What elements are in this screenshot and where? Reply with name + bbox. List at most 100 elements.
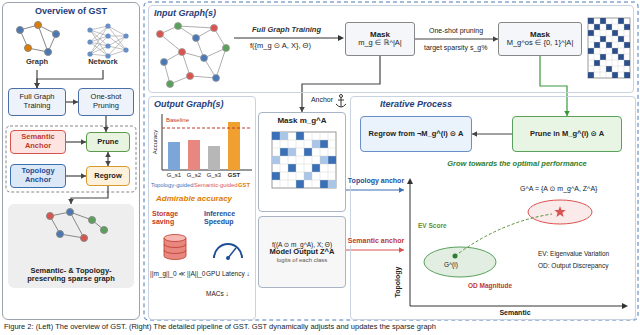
figure-caption: Figure 2: (Left) The overview of GST. (R… [4, 323, 436, 332]
connector-arrow [68, 186, 108, 204]
connector-arrow [66, 99, 78, 105]
connector-arrow [66, 139, 86, 145]
input-graph-icon-part [160, 26, 226, 84]
mask-panel: Mask m_g^A [258, 112, 346, 212]
text-label: EV: Eigenvalue Variation [538, 250, 609, 257]
sparse-graph-icon [47, 209, 108, 242]
text-label: EV Score [418, 222, 447, 229]
text-label: GST [238, 182, 250, 189]
connector-line [540, 56, 567, 116]
soft-mask-grid-part [272, 132, 336, 188]
training-arrow-part [338, 35, 344, 41]
mask-box: MaskM_g^os ∈ {0, 1}^|A| [498, 22, 582, 56]
topology-semantic-plot-part [410, 182, 411, 306]
sparse-graph-icon-part [67, 209, 74, 216]
network-icon-part-part [87, 39, 92, 44]
text-label: Baseline [166, 117, 189, 124]
connector-arrow [472, 131, 512, 137]
process-box: One-shot Pruning [78, 88, 134, 116]
network-icon-part-part [87, 51, 92, 56]
accuracy-chart-part [208, 146, 220, 170]
input-graph-icon-part [201, 55, 208, 62]
node-text: Graph [26, 58, 48, 67]
speed-icon-part [226, 256, 230, 260]
output-panel: Output Graph(s) [148, 96, 256, 320]
network-icon-part-part [105, 43, 110, 48]
speed-icon-part [214, 244, 242, 258]
topology-semantic-plot-part [424, 247, 496, 277]
network-icon-part-part [123, 33, 128, 38]
prune-box: Prune in M_g^(i) ⊙ A [512, 116, 622, 152]
graph-icon-part [53, 31, 60, 38]
node-text: Full Graph Training [12, 93, 62, 110]
text-label: Semantic-guided [194, 182, 238, 189]
connector-line [415, 38, 498, 39]
node-text: Regrow [94, 172, 122, 181]
connector-arrow [415, 36, 498, 42]
node-subtext: Model Output Z^A [270, 248, 335, 257]
input-graph-icon-part [187, 73, 194, 80]
graph-icon-part [25, 45, 32, 52]
plot-area: Grow towards the optimal performance [404, 160, 630, 312]
text-label: target sparsity s_g% [424, 44, 487, 52]
input-graph-icon-part [223, 45, 230, 52]
storage-icon-part [164, 244, 186, 254]
connector-line [472, 133, 512, 134]
topology-semantic-plot-part [407, 178, 413, 184]
input-graph-icon-part [179, 49, 186, 56]
network-icon-part-part [105, 33, 110, 38]
text-label: G^(i) [444, 261, 458, 268]
accuracy-chart-part [162, 128, 252, 129]
model-output-box: f((A ⊙ m_g^A), X; Θ)Model Output Z^Alogi… [258, 216, 346, 288]
connector-line [71, 186, 108, 204]
connector-line [37, 70, 103, 88]
node-text: f((A ⊙ m_g^A), X; Θ) [272, 241, 332, 248]
text-label: OD Magnitude [468, 282, 512, 289]
sparse-graph-icon-part [57, 231, 64, 238]
text-label: Inference Speedup [204, 210, 254, 226]
connector-arrow [540, 56, 570, 116]
accuracy-chart-part [168, 142, 180, 170]
node-text: Semantic Anchor [14, 133, 62, 150]
binary-mask-grid-part [588, 18, 630, 78]
graph-icon-part [35, 22, 42, 29]
text-label: Accuracy [152, 130, 159, 155]
accuracy-chart [162, 114, 252, 170]
node-text: One-shot Pruning [82, 93, 130, 110]
connector-arrow [346, 247, 404, 253]
node-text: Output Graph(s) [154, 99, 250, 109]
topology-semantic-plot-part [622, 303, 628, 309]
sparse-graph-icon-part [50, 212, 104, 238]
input-graph-icon-part [193, 35, 200, 42]
storage-icon-part [164, 235, 186, 242]
soft-mask-grid-part [272, 132, 336, 188]
connector-arrow [346, 187, 404, 193]
network-icon-box: Network [72, 18, 134, 70]
text-label: GPU Latency ↓ [206, 270, 254, 277]
accuracy-chart-part [188, 140, 200, 170]
sparse-graph-icon-part [101, 227, 108, 234]
graph-icon-part [17, 27, 24, 34]
soft-mask-grid-part [272, 132, 336, 188]
topology-semantic-plot [407, 178, 628, 309]
process-box: Full Graph Training [8, 88, 66, 116]
topology-semantic-plot-part [410, 306, 624, 307]
accuracy-chart-part [228, 122, 240, 170]
mask-box: Maskm_g ∈ ℝ^|A| [345, 22, 415, 56]
text-label: f({m_g ⊙ A, X}, Θ) [250, 42, 311, 51]
graph-icon-part [20, 25, 56, 52]
speed-icon [214, 244, 242, 260]
connector-arrow [34, 70, 103, 88]
network-icon-part [90, 26, 126, 56]
accuracy-chart-part [162, 114, 163, 170]
node-text: Mask m_g^A [262, 116, 342, 125]
text-label: ||m_g||_0 ≪ ||A||_0 [150, 270, 206, 277]
soft-mask-grid-part [272, 132, 336, 188]
step-box: Regrow [86, 166, 130, 186]
input-graph-icon [157, 23, 230, 88]
soft-mask-grid [272, 132, 336, 188]
training-arrow-part [234, 37, 339, 38]
text-label: Full Graph Training [252, 26, 321, 35]
arrow-head [105, 152, 111, 157]
text-label: G_s2 [187, 172, 201, 179]
